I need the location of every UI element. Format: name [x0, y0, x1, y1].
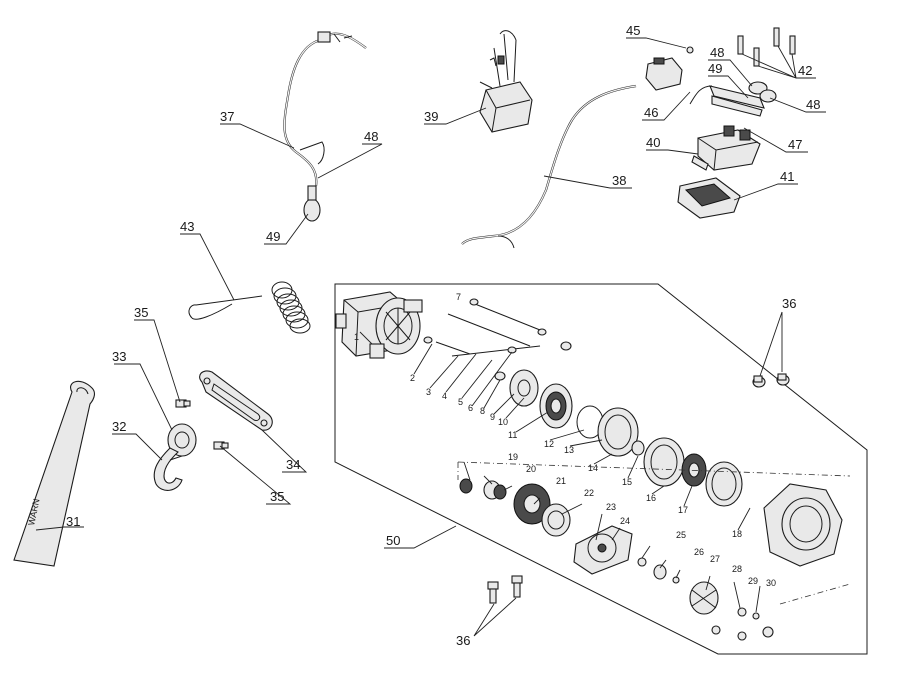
label-40: 40 — [646, 135, 660, 150]
part-number-labels: 31 32 33 34 35 35 36 36 37 38 39 40 41 4… — [66, 23, 820, 648]
sub-label-11: 11 — [508, 430, 517, 440]
label-46: 46 — [644, 105, 658, 120]
sub-label-5: 5 — [458, 397, 463, 407]
winch-motor — [335, 291, 423, 359]
sub-label-22: 22 — [584, 488, 594, 498]
sub-label-30: 30 — [766, 578, 776, 588]
sub-label-27: 27 — [710, 554, 720, 564]
sub-label-29: 29 — [748, 576, 758, 586]
label-42: 42 — [798, 63, 812, 78]
label-45: 45 — [626, 23, 640, 38]
label-43: 43 — [180, 219, 194, 234]
label-35-bottom: 35 — [270, 489, 284, 504]
sub-label-7: 7 — [456, 292, 461, 302]
label-39: 39 — [424, 109, 438, 124]
label-36-bottom: 36 — [456, 633, 470, 648]
label-49-left: 49 — [266, 229, 280, 244]
assembly-outline — [334, 283, 868, 655]
sub-label-26: 26 — [694, 547, 704, 557]
sub-label-10: 10 — [498, 417, 508, 427]
sub-label-19: 19 — [508, 452, 518, 462]
label-48-top: 48 — [710, 45, 724, 60]
planetary-set — [457, 461, 851, 641]
sub-label-18: 18 — [732, 529, 742, 539]
sub-label-28: 28 — [732, 564, 742, 574]
label-50: 50 — [386, 533, 400, 548]
label-48-right: 48 — [806, 97, 820, 112]
label-33: 33 — [112, 349, 126, 364]
drive-gear — [539, 383, 573, 429]
sub-label-14: 14 — [588, 463, 598, 473]
sub-label-20: 20 — [526, 464, 536, 474]
sub-label-9: 9 — [490, 412, 495, 422]
drum-rings — [576, 405, 743, 507]
leader-lines — [35, 37, 826, 637]
label-35-top: 35 — [134, 305, 148, 320]
sub-label-12: 12 — [544, 439, 554, 449]
sub-label-4: 4 — [442, 391, 447, 401]
sub-part-labels: 1 2 3 4 5 6 7 8 9 10 11 12 13 14 15 16 1… — [354, 292, 776, 588]
label-32: 32 — [112, 419, 126, 434]
label-48-left: 48 — [364, 129, 378, 144]
sub-label-3: 3 — [426, 387, 431, 397]
sub-label-21: 21 — [556, 476, 566, 486]
hawse-fairlead — [199, 370, 273, 431]
control-box-cluster — [645, 27, 796, 219]
hand-strap: WARN — [13, 380, 95, 567]
tie-rods — [423, 298, 572, 381]
sub-label-23: 23 — [606, 502, 616, 512]
label-37: 37 — [220, 109, 234, 124]
label-34: 34 — [286, 457, 300, 472]
label-49-top: 49 — [708, 61, 722, 76]
sub-label-2: 2 — [410, 373, 415, 383]
sub-label-8: 8 — [480, 406, 485, 416]
winch-hook — [153, 423, 197, 491]
contactor-39 — [479, 30, 533, 133]
remote-control-coil — [188, 281, 311, 334]
brake-plate — [509, 369, 539, 407]
label-47: 47 — [788, 137, 802, 152]
sub-label-17: 17 — [678, 505, 688, 515]
label-38: 38 — [612, 173, 626, 188]
label-36-top: 36 — [782, 296, 796, 311]
sub-label-16: 16 — [646, 493, 656, 503]
sub-label-1: 1 — [354, 332, 359, 342]
mounting-bolts-top — [752, 373, 790, 388]
wire-harness-37 — [283, 31, 367, 222]
power-cable-38 — [461, 84, 637, 249]
fairlead-bolts — [175, 399, 229, 450]
label-41: 41 — [780, 169, 794, 184]
mounting-bolts-bottom — [487, 575, 523, 604]
sub-label-24: 24 — [620, 516, 630, 526]
sub-label-25: 25 — [676, 530, 686, 540]
label-31: 31 — [66, 514, 80, 529]
sub-label-15: 15 — [622, 477, 632, 487]
gear-housing — [763, 483, 843, 567]
sub-label-13: 13 — [564, 445, 574, 455]
sub-label-6: 6 — [468, 403, 473, 413]
